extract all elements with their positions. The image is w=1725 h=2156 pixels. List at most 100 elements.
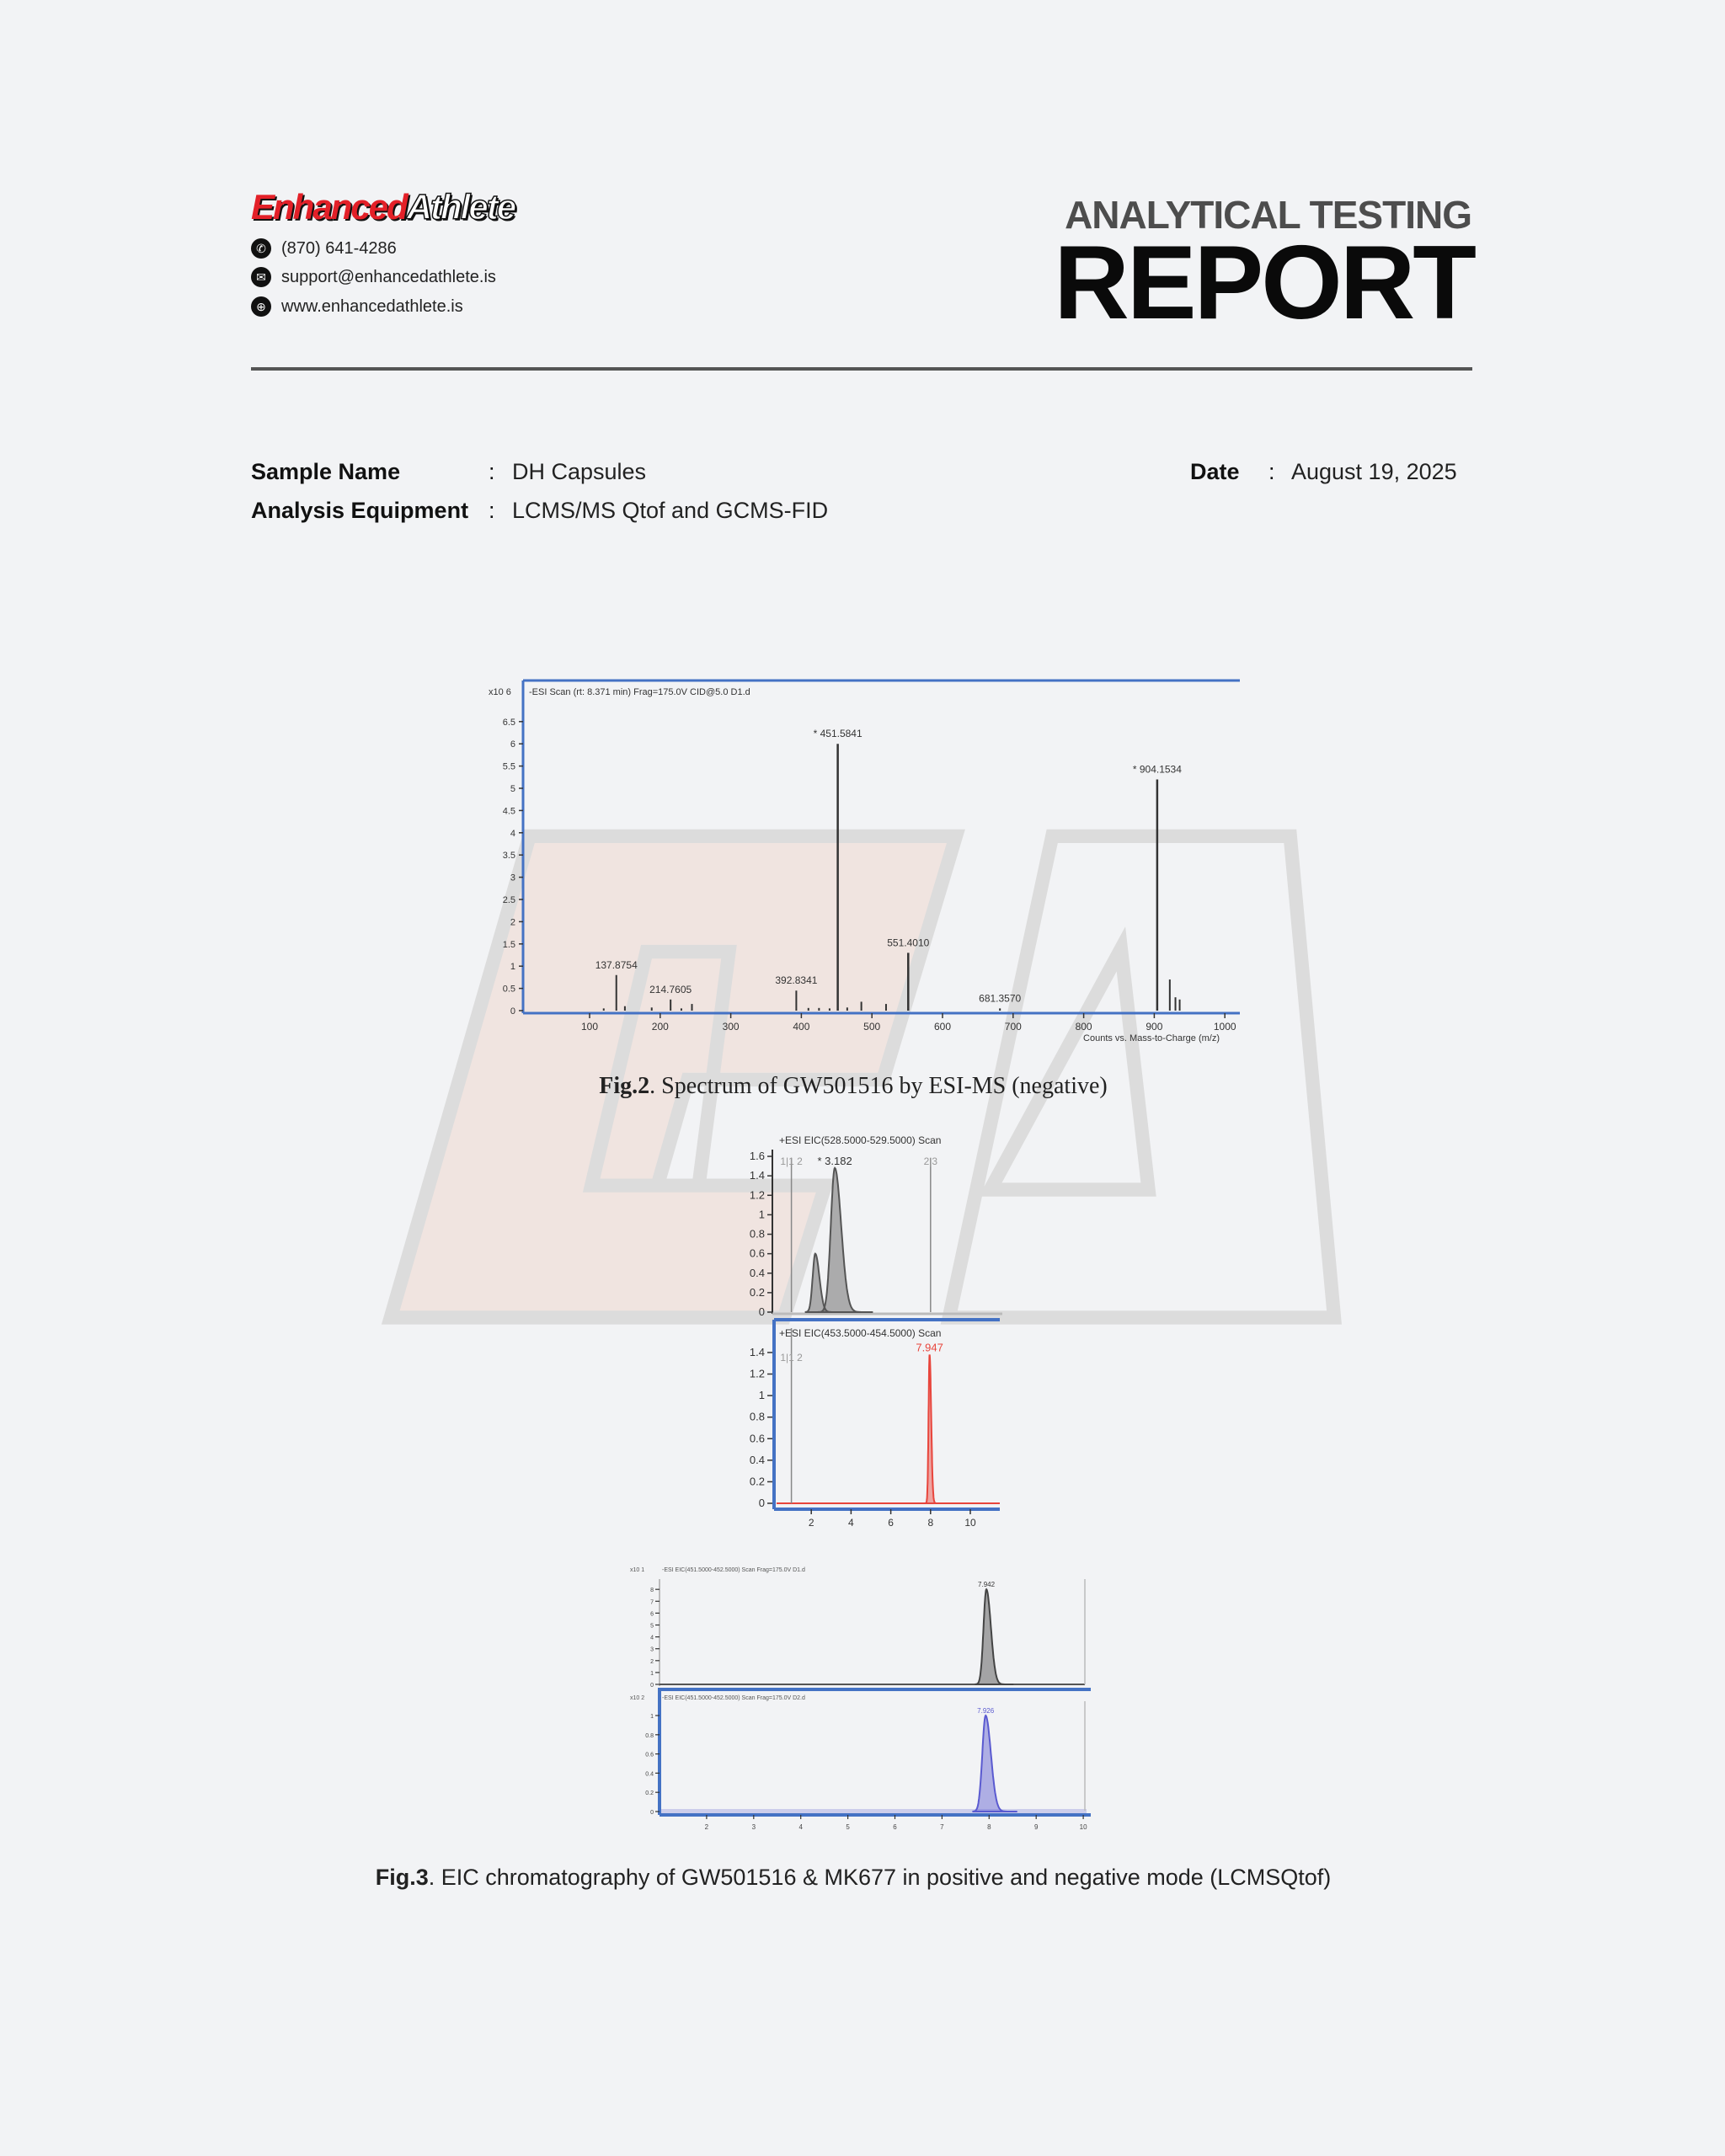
spectrum-chart: x10 6-ESI Scan (rt: 8.371 min) Frag=175.… <box>489 679 1240 1043</box>
x-tick-label: 8 <box>927 1517 933 1529</box>
x-tick-label: 10 <box>1080 1823 1087 1831</box>
peak-label: 551.4010 <box>887 937 929 948</box>
mail-icon: ✉ <box>251 267 271 287</box>
marker-label: 1|1 2 <box>780 1155 803 1167</box>
header-divider <box>251 367 1472 371</box>
y-tick-label: 0 <box>510 1006 515 1017</box>
peak-label: * 904.1534 <box>1133 763 1182 775</box>
peak-label: * 451.5841 <box>814 728 862 739</box>
x-tick-label: 900 <box>1146 1021 1162 1033</box>
watermark-a-outline <box>940 829 1342 1325</box>
analysis-equipment-label: Analysis Equipment <box>251 498 469 523</box>
ea-watermark <box>381 829 1342 1325</box>
sample-name-label: Sample Name <box>251 459 401 484</box>
email-text: support@enhancedathlete.is <box>281 267 496 286</box>
panel-title: +ESI EIC(528.5000-529.5000) Scan <box>779 1134 941 1146</box>
y-tick-label: 5 <box>510 784 515 794</box>
contact-phone: ✆ (870) 641-4286 <box>251 238 397 259</box>
phone-text: (870) 641-4286 <box>281 238 397 258</box>
y-tick-label: 4.5 <box>503 806 515 816</box>
y-tick-label: 1.5 <box>503 940 515 950</box>
y-tick-label: 0.8 <box>750 1228 765 1241</box>
y-tick-label: 0.2 <box>750 1286 765 1299</box>
report-title-line1: ANALYTICAL TESTING <box>1065 193 1472 237</box>
x-tick-label: 6 <box>893 1823 897 1831</box>
y-tick-label: 0 <box>650 1683 654 1689</box>
watermark-e-outline <box>381 829 965 1325</box>
website-text: www.enhancedathlete.is <box>281 296 463 316</box>
peak-label: * 3.182 <box>817 1155 852 1167</box>
enhanced-athlete-logo: EnhancedAthlete <box>251 186 517 227</box>
y-tick-label: 3 <box>650 1647 654 1653</box>
y-tick-label: 1 <box>650 1671 654 1677</box>
y-tick-label: 0.4 <box>645 1771 654 1777</box>
peak-label: 137.8754 <box>595 959 638 971</box>
caption-text: . Spectrum of GW501516 by ESI-MS (negati… <box>649 1073 1108 1099</box>
y-tick-label: 7 <box>650 1599 654 1605</box>
chromatogram-peak <box>818 1166 873 1313</box>
x-tick-label: 6 <box>888 1517 894 1529</box>
y-tick-label: 8 <box>650 1588 654 1593</box>
peak-label: 392.8341 <box>775 974 817 986</box>
colon: : <box>489 498 495 523</box>
y-multiplier: x10 1 <box>630 1567 644 1573</box>
y-tick-label: 1 <box>510 962 515 972</box>
contact-website: ⊕www.enhancedathlete.is <box>251 296 463 317</box>
x-tick-label: 7 <box>940 1823 944 1831</box>
marker-label: 1|1 2 <box>780 1352 803 1364</box>
x-tick-label: 4 <box>848 1517 854 1529</box>
figure-2-caption: Fig.2. Spectrum of GW501516 by ESI-MS (n… <box>0 1073 1706 1100</box>
y-tick-label: 1.6 <box>750 1150 765 1162</box>
x-tick-label: 400 <box>793 1021 809 1033</box>
y-tick-label: 0.8 <box>645 1733 654 1739</box>
y-tick-label: 2 <box>510 917 515 927</box>
colon: : <box>1268 459 1275 484</box>
x-axis-label: Counts vs. Mass-to-Charge (m/z) <box>1083 1033 1220 1043</box>
report-title-line2: REPORT <box>1054 225 1477 341</box>
chromatogram-peak <box>975 1588 1014 1685</box>
analysis-equipment-value: LCMS/MS Qtof and GCMS-FID <box>512 498 829 523</box>
eic-chart-gw501516: +ESI EIC(528.5000-529.5000) Scan 0 0.2 0.4 0… <box>750 1134 1002 1529</box>
y-tick-label: 1.2 <box>750 1368 765 1380</box>
y-tick-label: 5 <box>650 1624 654 1630</box>
x-tick-label: 2 <box>705 1823 709 1831</box>
y-tick-label: 0.5 <box>503 985 515 995</box>
chromatogram-peak <box>924 1354 939 1504</box>
y-tick-label: 1.4 <box>750 1169 765 1182</box>
caption-label: Fig.2 <box>599 1073 650 1099</box>
y-tick-label: 1.2 <box>750 1188 765 1201</box>
x-tick-label: 700 <box>1005 1021 1022 1033</box>
x-tick-label: 500 <box>863 1021 880 1033</box>
x-tick-label: 8 <box>987 1823 991 1831</box>
y-tick-label: 0.2 <box>645 1790 654 1796</box>
x-tick-label: 1000 <box>1214 1021 1236 1033</box>
sample-name-value: DH Capsules <box>512 459 647 484</box>
y-tick-label: 1 <box>650 1714 654 1720</box>
y-tick-label: 3.5 <box>503 851 515 861</box>
caption-text: . EIC chromatography of GW501516 & MK677… <box>428 1865 1332 1890</box>
x-tick-label: 600 <box>934 1021 951 1033</box>
y-tick-label: 6 <box>510 739 515 750</box>
phone-icon: ✆ <box>251 238 271 259</box>
panel-title: -ESI EIC(451.5000-452.5000) Scan Frag=17… <box>662 1567 805 1573</box>
panel-title: +ESI EIC(453.5000-454.5000) Scan <box>779 1327 941 1339</box>
y-tick-label: 2.5 <box>503 895 515 905</box>
colon: : <box>489 459 495 484</box>
y-tick-label: 0.4 <box>750 1454 765 1466</box>
y-tick-label: 0 <box>759 1497 765 1509</box>
panel-title: -ESI EIC(451.5000-452.5000) Scan Frag=17… <box>662 1695 805 1701</box>
y-tick-label: 6 <box>650 1611 654 1617</box>
y-tick-label: 0.2 <box>750 1475 765 1487</box>
y-tick-label: 1 <box>759 1208 765 1220</box>
baseline <box>661 1809 1087 1813</box>
x-tick-label: 5 <box>846 1823 850 1831</box>
peak-label: 7.947 <box>916 1341 943 1353</box>
y-tick-label: 0 <box>759 1305 765 1318</box>
peak-label: 681.3570 <box>979 992 1021 1004</box>
y-tick-label: 1.4 <box>750 1346 765 1358</box>
y-tick-label: 0.4 <box>750 1267 765 1279</box>
y-tick-label: 0.8 <box>750 1411 765 1423</box>
x-tick-label: 200 <box>652 1021 669 1033</box>
y-tick-label: 0.6 <box>750 1432 765 1444</box>
